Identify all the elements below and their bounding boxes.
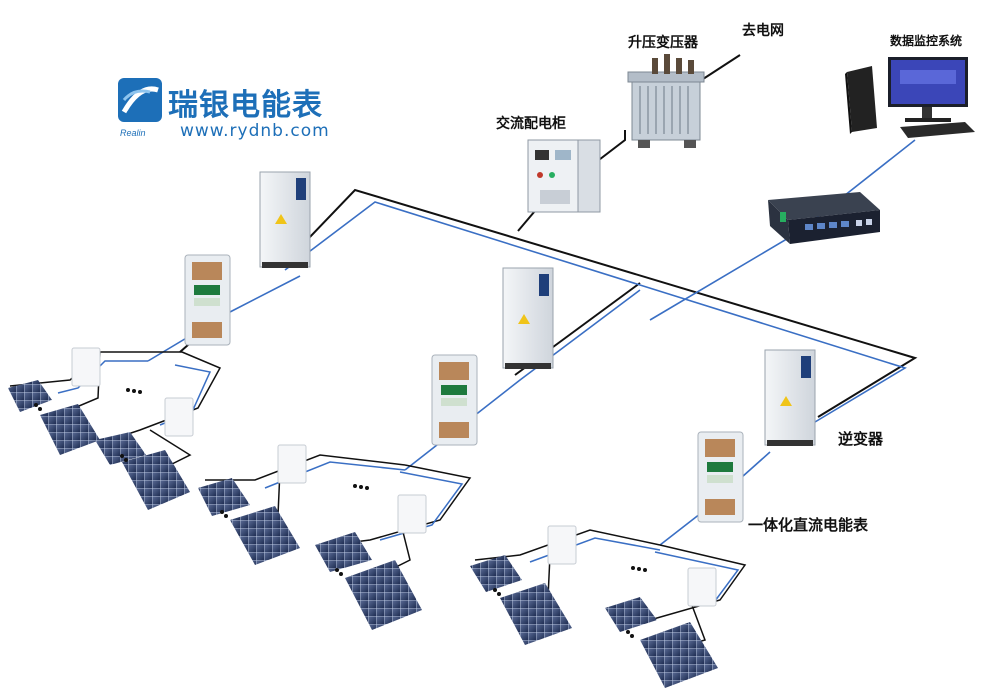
monitoring-computer bbox=[845, 57, 975, 138]
solar-array-right bbox=[470, 555, 718, 688]
combiner-boxes bbox=[71, 347, 717, 607]
inverter-1 bbox=[259, 171, 311, 268]
brand-url: www.rydnb.com bbox=[180, 121, 330, 141]
network-switch bbox=[768, 192, 880, 244]
ellipsis-dots bbox=[34, 388, 647, 638]
label-ac-cabinet: 交流配电柜 bbox=[496, 116, 566, 132]
brand-logo-icon bbox=[118, 78, 162, 122]
label-monitoring-system: 数据监控系统 bbox=[890, 34, 963, 48]
solar-array-left bbox=[8, 380, 190, 510]
dc-meter-1 bbox=[184, 254, 231, 346]
inverter-3 bbox=[764, 349, 816, 446]
ac-distribution-cabinet bbox=[527, 139, 601, 213]
label-inverter: 逆变器 bbox=[838, 430, 884, 448]
solar-array-mid bbox=[198, 478, 422, 630]
label-step-up-transformer: 升压变压器 bbox=[628, 35, 698, 51]
brand-sub: Realin bbox=[120, 128, 146, 138]
brand-name: 瑞银电能表 bbox=[168, 88, 323, 123]
inverter-2 bbox=[502, 267, 554, 369]
label-to-grid: 去电网 bbox=[742, 23, 784, 39]
dc-meter-2 bbox=[431, 354, 478, 446]
step-up-transformer bbox=[627, 54, 705, 148]
dc-meter-3 bbox=[697, 431, 744, 523]
label-dc-meter: 一体化直流电能表 bbox=[748, 516, 869, 534]
